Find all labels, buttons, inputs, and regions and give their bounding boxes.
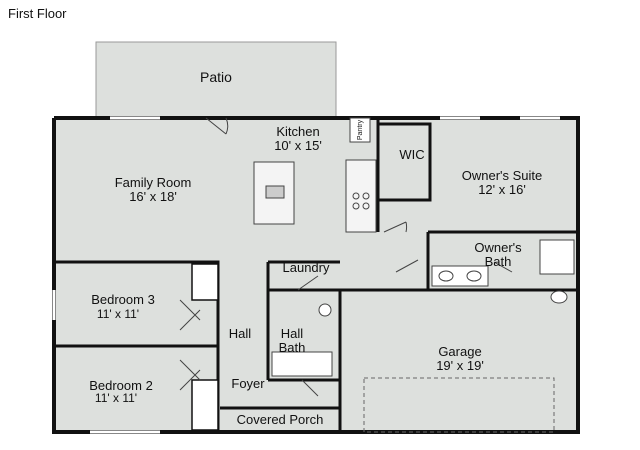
room-label-kitchen: Kitchen [276,124,319,139]
room-label-owners-bath-2: Bath [485,254,512,269]
room-size-bedroom2: 11' x 11' [95,391,137,405]
room-label-owners-suite: Owner's Suite [462,168,543,183]
room-label-wic: WIC [399,147,424,162]
room-size-family-room: 16' x 18' [129,189,177,204]
room-label-foyer: Foyer [231,376,265,391]
room-label-patio: Patio [200,69,232,85]
garage-door [363,377,555,433]
room-label-garage: Garage [438,344,481,359]
owners-shower [539,239,575,275]
house-floor [54,118,578,432]
room-label-hall-bath-1: Hall [281,326,304,341]
room-labels: Patio Kitchen 10' x 15' Pantry WIC Famil… [89,69,542,427]
room-label-bedroom2: Bedroom 2 [89,378,153,393]
bath-fixtures [271,239,575,377]
door-swings [179,117,513,397]
room-size-kitchen: 10' x 15' [274,138,322,153]
room-label-hall-bath-2: Bath [279,340,306,355]
room-size-bedroom3: 11' x 11' [97,307,139,321]
pantry-closet [349,117,371,143]
room-label-pantry: Pantry [357,119,364,140]
covered-porch-area [220,408,340,432]
windows [52,116,560,434]
closets [191,263,219,431]
kitchen-fixtures [253,117,377,233]
kitchen-counter [345,159,377,233]
room-label-family-room: Family Room [115,175,192,190]
page-title: First Floor [8,6,67,21]
room-label-owners-bath-1: Owner's [474,240,522,255]
room-label-hall: Hall [229,326,252,341]
patio-area [95,41,337,119]
room-label-laundry: Laundry [283,260,330,275]
interior-walls [54,118,578,432]
room-label-covered-porch: Covered Porch [237,412,324,427]
garage-water-heater [550,290,568,304]
room-label-bedroom3: Bedroom 3 [91,292,155,307]
room-size-garage: 19' x 19' [436,358,484,373]
hall-bath-tub [271,351,333,377]
room-size-owners-suite: 12' x 16' [478,182,526,197]
